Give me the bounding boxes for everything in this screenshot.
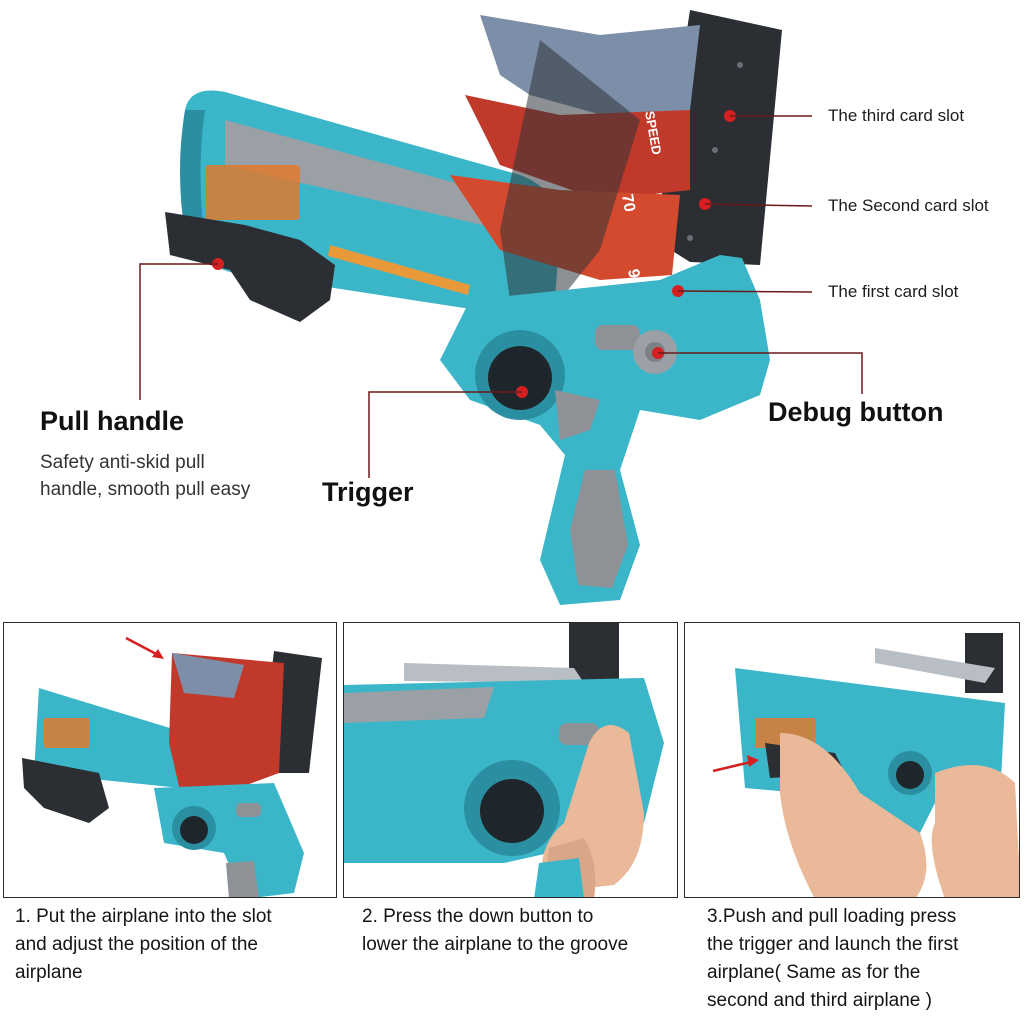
step-3-image [684, 622, 1020, 898]
slot-hole [687, 235, 693, 241]
trigger-hole [480, 779, 544, 843]
caption-line: the trigger and launch the first [707, 934, 959, 955]
step-3-caption: 3.Push and pull loading press the trigge… [707, 903, 1021, 1015]
airplane-wing-shape [500, 40, 640, 300]
pull-handle [22, 758, 109, 823]
barrel-rear-cap [180, 110, 205, 240]
left-hand [780, 733, 927, 897]
airplane-top [172, 653, 244, 698]
grip [534, 858, 584, 897]
airplane-edge [875, 648, 995, 683]
pull-handle-desc-line: handle, smooth pull easy [40, 479, 251, 500]
barrel-orange-decal [44, 718, 89, 748]
trigger-hole [488, 346, 552, 410]
red-arrow [125, 636, 161, 658]
step-2-caption: 2. Press the down button to lower the ai… [362, 903, 680, 959]
caption-line: 2. Press the down button to [362, 906, 594, 927]
barrel-orange-decal [205, 165, 300, 220]
step-3-illustration [712, 633, 1019, 897]
step-2-illustration [344, 623, 664, 897]
first-slot-label: The first card slot [828, 282, 959, 301]
pull-handle-description: Safety anti-skid pull handle, smooth pul… [40, 449, 250, 503]
caption-line: 3.Push and pull loading press [707, 906, 957, 927]
trigger-hole [180, 816, 208, 844]
caption-line: 1. Put the airplane into the slot [15, 906, 272, 927]
red-arrow-head [152, 649, 164, 659]
third-slot-label: The third card slot [828, 106, 965, 125]
right-hand [931, 765, 1019, 897]
trigger-grey-guard [555, 390, 600, 440]
leader-line [704, 203, 813, 207]
slot-hole [712, 147, 718, 153]
pull-handle-desc-line: Safety anti-skid pull [40, 452, 205, 473]
debug-button-slider [559, 723, 599, 745]
toy-gun-illustration: SPEED 70 92 [139, 10, 863, 605]
caption-line: airplane [15, 962, 83, 983]
leader-line [658, 352, 863, 394]
debug-button-slider [595, 325, 640, 350]
step-1-caption: 1. Put the airplane into the slot and ad… [15, 903, 335, 987]
caption-line: and adjust the position of the [15, 934, 258, 955]
caption-line: lower the airplane to the groove [362, 934, 629, 955]
step-1-illustration [22, 636, 322, 897]
airplane-edge [404, 663, 584, 683]
barrel-orange-stripe [328, 245, 470, 295]
step-2-image [343, 622, 678, 898]
debug-button [236, 803, 261, 817]
pull-handle [165, 212, 335, 322]
trigger-hole [896, 761, 924, 789]
slot-hole [737, 62, 743, 68]
leader-line [139, 263, 218, 400]
red-arrow-head [747, 755, 759, 767]
card-slot-tower [965, 633, 1003, 693]
red-arrow [712, 759, 756, 773]
trigger-label: Trigger [322, 477, 414, 507]
plane-marking-number: 70 [618, 193, 638, 214]
caption-line: second and third airplane ) [707, 990, 932, 1011]
step-1-image [3, 622, 337, 898]
leader-line [368, 391, 522, 478]
debug-button-label: Debug button [768, 397, 944, 427]
barrel-grey-panel [344, 687, 494, 723]
caption-line: airplane( Same as for the [707, 962, 921, 983]
leader-line [677, 290, 813, 293]
second-slot-label: The Second card slot [828, 196, 989, 215]
barrel-grey-panel [225, 120, 500, 228]
grip-grey-insert [570, 470, 628, 588]
pull-handle-title: Pull handle [40, 406, 185, 436]
grip-grey-insert [226, 861, 259, 897]
